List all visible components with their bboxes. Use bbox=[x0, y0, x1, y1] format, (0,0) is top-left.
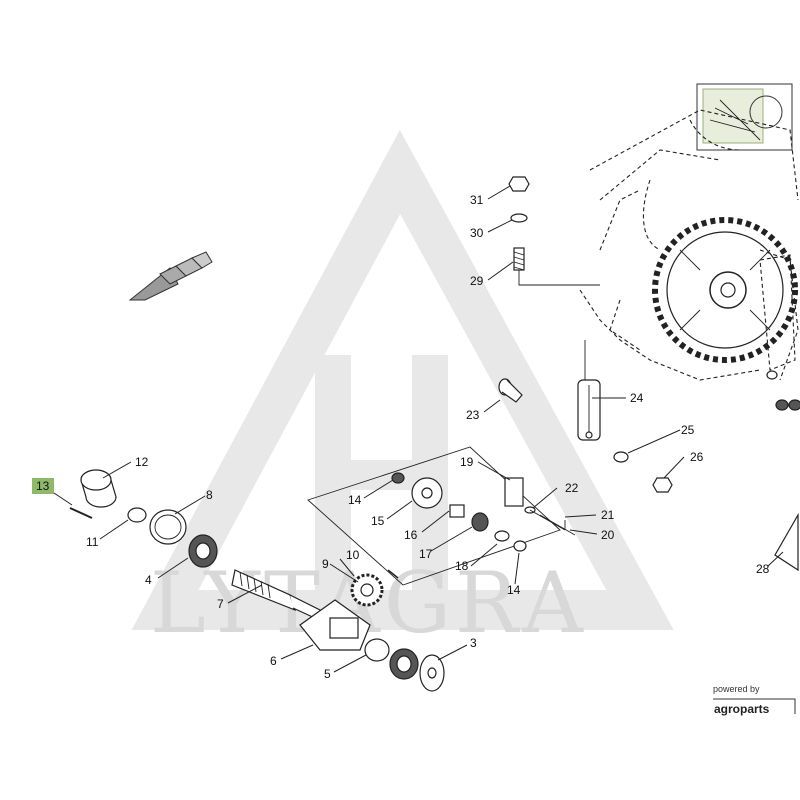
powered-by-text: powered by bbox=[713, 684, 760, 694]
callout-10[interactable]: 10 bbox=[346, 548, 360, 562]
callout-22[interactable]: 22 bbox=[565, 481, 579, 495]
callout-24[interactable]: 24 bbox=[630, 391, 644, 405]
callout-5[interactable]: 5 bbox=[324, 667, 331, 681]
agroparts-logo[interactable]: agroparts bbox=[714, 702, 770, 716]
large-sprocket bbox=[652, 217, 798, 371]
callout-14-lower[interactable]: 14 bbox=[507, 583, 521, 597]
inset-thumbnail[interactable] bbox=[696, 83, 793, 151]
watermark-logo bbox=[131, 130, 674, 630]
branding: powered by agroparts bbox=[713, 684, 796, 716]
callout-28[interactable]: 28 bbox=[756, 562, 770, 576]
callout-18[interactable]: 18 bbox=[455, 559, 469, 573]
pin-part bbox=[498, 378, 523, 403]
callout-19[interactable]: 19 bbox=[460, 455, 474, 469]
lever-part bbox=[577, 340, 601, 441]
washer-25 bbox=[613, 451, 629, 463]
ring-5 bbox=[364, 638, 390, 662]
nut-26 bbox=[652, 477, 673, 493]
flange-part bbox=[299, 599, 371, 651]
right-edge-parts bbox=[766, 370, 800, 572]
callout-11[interactable]: 11 bbox=[86, 535, 99, 549]
callout-9[interactable]: 9 bbox=[322, 557, 329, 571]
callout-23[interactable]: 23 bbox=[466, 408, 480, 422]
callout-12[interactable]: 12 bbox=[135, 455, 149, 469]
small-sprocket bbox=[350, 569, 399, 607]
bolt-assembly-top bbox=[508, 176, 600, 286]
callout-20[interactable]: 20 bbox=[601, 528, 615, 542]
callout-16[interactable]: 16 bbox=[404, 528, 418, 542]
highlighted-callout[interactable]: 13 bbox=[32, 478, 73, 506]
callout-6[interactable]: 6 bbox=[270, 654, 277, 668]
callout-29[interactable]: 29 bbox=[470, 274, 484, 288]
shaft-stack bbox=[69, 469, 331, 626]
leader-lines bbox=[99, 185, 784, 673]
callout-labels: 31 30 29 24 23 25 26 19 22 21 20 14 15 1… bbox=[86, 193, 770, 681]
callout-21[interactable]: 21 bbox=[601, 508, 615, 522]
subassembly-parts bbox=[391, 472, 576, 552]
callout-31[interactable]: 31 bbox=[470, 193, 484, 207]
callout-13[interactable]: 13 bbox=[36, 479, 50, 493]
callout-7[interactable]: 7 bbox=[217, 597, 224, 611]
callout-3[interactable]: 3 bbox=[470, 636, 477, 650]
callout-8[interactable]: 8 bbox=[206, 488, 213, 502]
callout-15[interactable]: 15 bbox=[371, 514, 385, 528]
callout-14-upper[interactable]: 14 bbox=[348, 493, 362, 507]
callout-25[interactable]: 25 bbox=[681, 423, 695, 437]
callout-26[interactable]: 26 bbox=[690, 450, 704, 464]
subassembly-outline bbox=[307, 446, 561, 586]
callout-30[interactable]: 30 bbox=[470, 226, 484, 240]
callout-17[interactable]: 17 bbox=[419, 547, 433, 561]
direction-arrow bbox=[128, 251, 213, 301]
machine-frame bbox=[579, 109, 799, 381]
callout-4[interactable]: 4 bbox=[145, 573, 152, 587]
